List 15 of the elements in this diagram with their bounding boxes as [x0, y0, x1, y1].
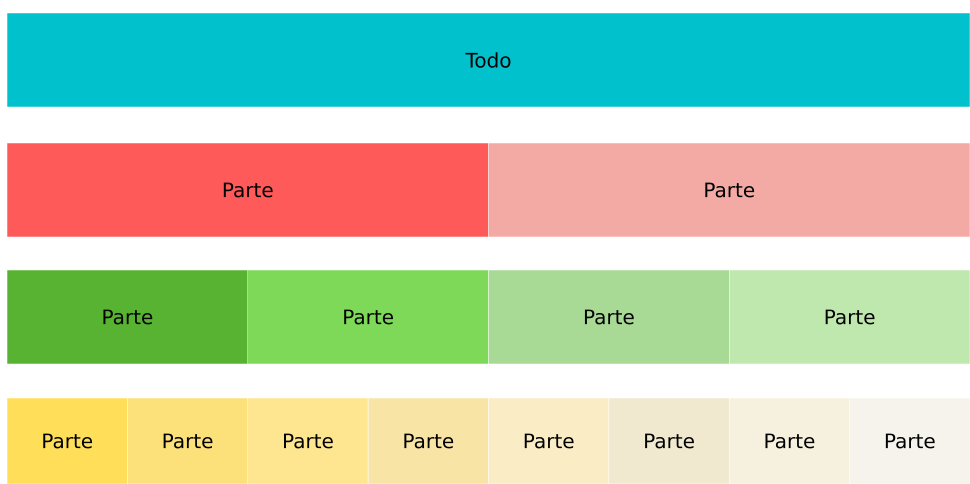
- whole-bar: Todo: [6, 12, 970, 108]
- part-bar: Parte: [488, 142, 970, 238]
- part-bar: Parte: [6, 142, 489, 238]
- part-bar: Parte: [6, 270, 248, 364]
- part-bar: Parte: [248, 398, 368, 484]
- part-bar: Parte: [6, 398, 128, 484]
- part-bar: Parte: [729, 270, 970, 364]
- part-bar: Parte: [488, 270, 730, 364]
- part-bar: Parte: [729, 398, 850, 484]
- part-bar: Parte: [248, 270, 489, 364]
- part-bar: Parte: [849, 398, 970, 484]
- part-bar: Parte: [608, 398, 730, 484]
- part-bar: Parte: [488, 398, 610, 484]
- part-bar: Parte: [368, 398, 489, 484]
- part-bar: Parte: [127, 398, 248, 484]
